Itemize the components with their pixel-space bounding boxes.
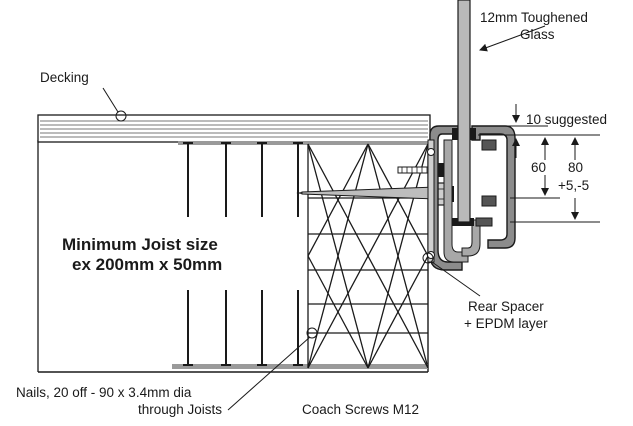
nails-label-line1: Nails, 20 off - 90 x 3.4mm dia xyxy=(16,385,192,400)
dim-top-label: 10 suggested xyxy=(526,112,607,127)
glass-label-line1: 12mm Toughened xyxy=(480,10,588,25)
callout-leaders xyxy=(102,25,546,411)
spacer-label-line1: Rear Spacer xyxy=(468,299,544,314)
cross-braced-block xyxy=(307,143,429,369)
decking-label: Decking xyxy=(40,70,89,85)
dim-60-label: 60 xyxy=(531,160,546,175)
decking-board xyxy=(37,114,431,143)
glass-label-line2: Glass xyxy=(520,27,555,42)
joist-size-line2: ex 200mm x 50mm xyxy=(72,255,222,274)
dim-tolerance-label: +5,-5 xyxy=(558,178,589,193)
glass-panel xyxy=(457,0,471,223)
coach-screws-label: Coach Screws M12 xyxy=(302,402,419,417)
nails-label-line2: through Joists xyxy=(138,402,222,417)
spacer-label-line2: + EPDM layer xyxy=(464,316,548,331)
dimension-lines xyxy=(478,104,600,223)
nails xyxy=(183,142,303,366)
joist-size-line1: Minimum Joist size xyxy=(62,235,218,254)
dim-80-label: 80 xyxy=(568,160,583,175)
